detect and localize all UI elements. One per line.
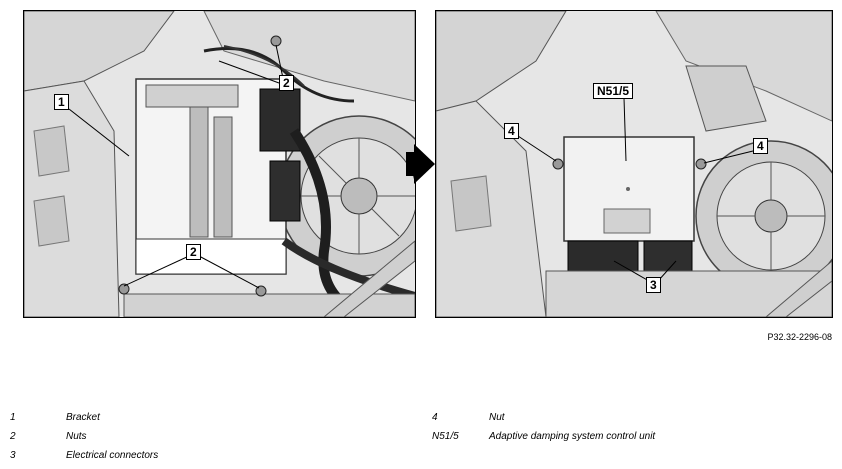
callout-control-unit: N51/5 [593, 83, 634, 99]
legend-number: 3 [10, 450, 16, 461]
legend-number: 4 [432, 412, 438, 423]
legend-description: Bracket [66, 412, 100, 423]
legend-number: N51/5 [432, 431, 459, 442]
photo-bracket-mounted: 1 2 2 [23, 10, 416, 318]
legend-description: Adaptive damping system control unit [489, 431, 656, 442]
legend-number: 2 [10, 431, 16, 442]
step-arrow-stem [406, 152, 415, 176]
callout-nuts-lower: 2 [186, 244, 201, 260]
legend-number: 1 [10, 412, 16, 423]
callout-nut-right: 4 [753, 138, 768, 154]
photo-control-unit: N51/5 4 4 3 [435, 10, 833, 318]
callout-nut-left: 4 [504, 123, 519, 139]
callout-bracket: 1 [54, 94, 69, 110]
legend-description: Nut [489, 412, 505, 423]
figure-reference: P32.32-2296-08 [767, 332, 832, 342]
bracket-illustration [24, 11, 415, 317]
legend-description: Nuts [66, 431, 87, 442]
legend-description: Electrical connectors [66, 450, 159, 461]
step-arrow-icon [414, 144, 435, 184]
callout-connectors: 3 [646, 277, 661, 293]
control-unit-illustration [436, 11, 832, 317]
callout-nuts-upper: 2 [279, 75, 294, 91]
